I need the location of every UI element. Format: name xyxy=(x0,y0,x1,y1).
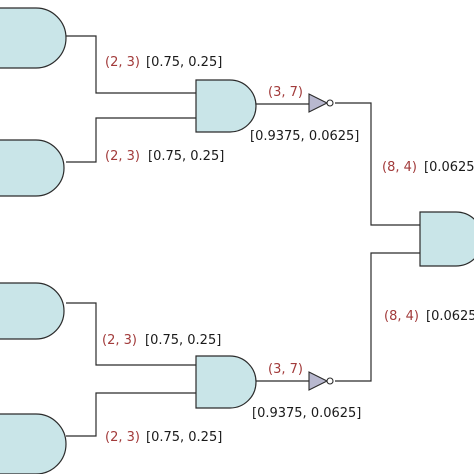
label-pair-final-top: (8, 4) xyxy=(382,160,417,175)
and-gate-top-lower xyxy=(0,139,65,197)
wire-bottom-inverter-output xyxy=(335,252,421,382)
label-prob-bottom-lower: [0.75, 0.25] xyxy=(146,430,222,445)
and-gate-top-upper xyxy=(0,7,67,69)
and-gate-middle-top xyxy=(195,79,257,133)
label-prob-bottom-upper: [0.75, 0.25] xyxy=(145,333,221,348)
and-gate-middle-bottom xyxy=(195,355,257,409)
label-pair-middle-top: (3, 7) xyxy=(268,85,303,100)
label-pair-top-lower: (2, 3) xyxy=(105,149,140,164)
label-prob-middle-top: [0.9375, 0.0625] xyxy=(250,129,359,144)
wire-bottom-lower-input xyxy=(66,392,198,437)
label-pair-middle-bottom: (3, 7) xyxy=(268,362,303,377)
wire-bottom-upper-input xyxy=(66,302,198,366)
wire-top-inverter-output xyxy=(335,102,421,226)
label-pair-bottom-lower: (2, 3) xyxy=(105,430,140,445)
label-pair-final-bottom: (8, 4) xyxy=(384,309,419,324)
inverter-top xyxy=(308,93,334,113)
and-gate-bottom-upper xyxy=(0,282,65,340)
label-prob-middle-bottom: [0.9375, 0.0625] xyxy=(252,406,361,421)
label-pair-bottom-upper: (2, 3) xyxy=(102,333,137,348)
label-prob-top-lower: [0.75, 0.25] xyxy=(148,149,224,164)
wire-top-lower-input xyxy=(66,117,200,163)
wires xyxy=(66,35,421,437)
inverter-bottom xyxy=(308,371,334,391)
label-prob-final-top: [0.0625 xyxy=(424,160,474,175)
and-gate-final xyxy=(419,211,474,267)
label-prob-final-bottom: [0.0625 xyxy=(426,309,474,324)
label-pair-top-upper: (2, 3) xyxy=(105,55,140,70)
label-prob-top-upper: [0.75, 0.25] xyxy=(146,55,222,70)
wire-top-upper-input xyxy=(66,35,200,94)
and-gate-bottom-lower xyxy=(0,413,67,474)
